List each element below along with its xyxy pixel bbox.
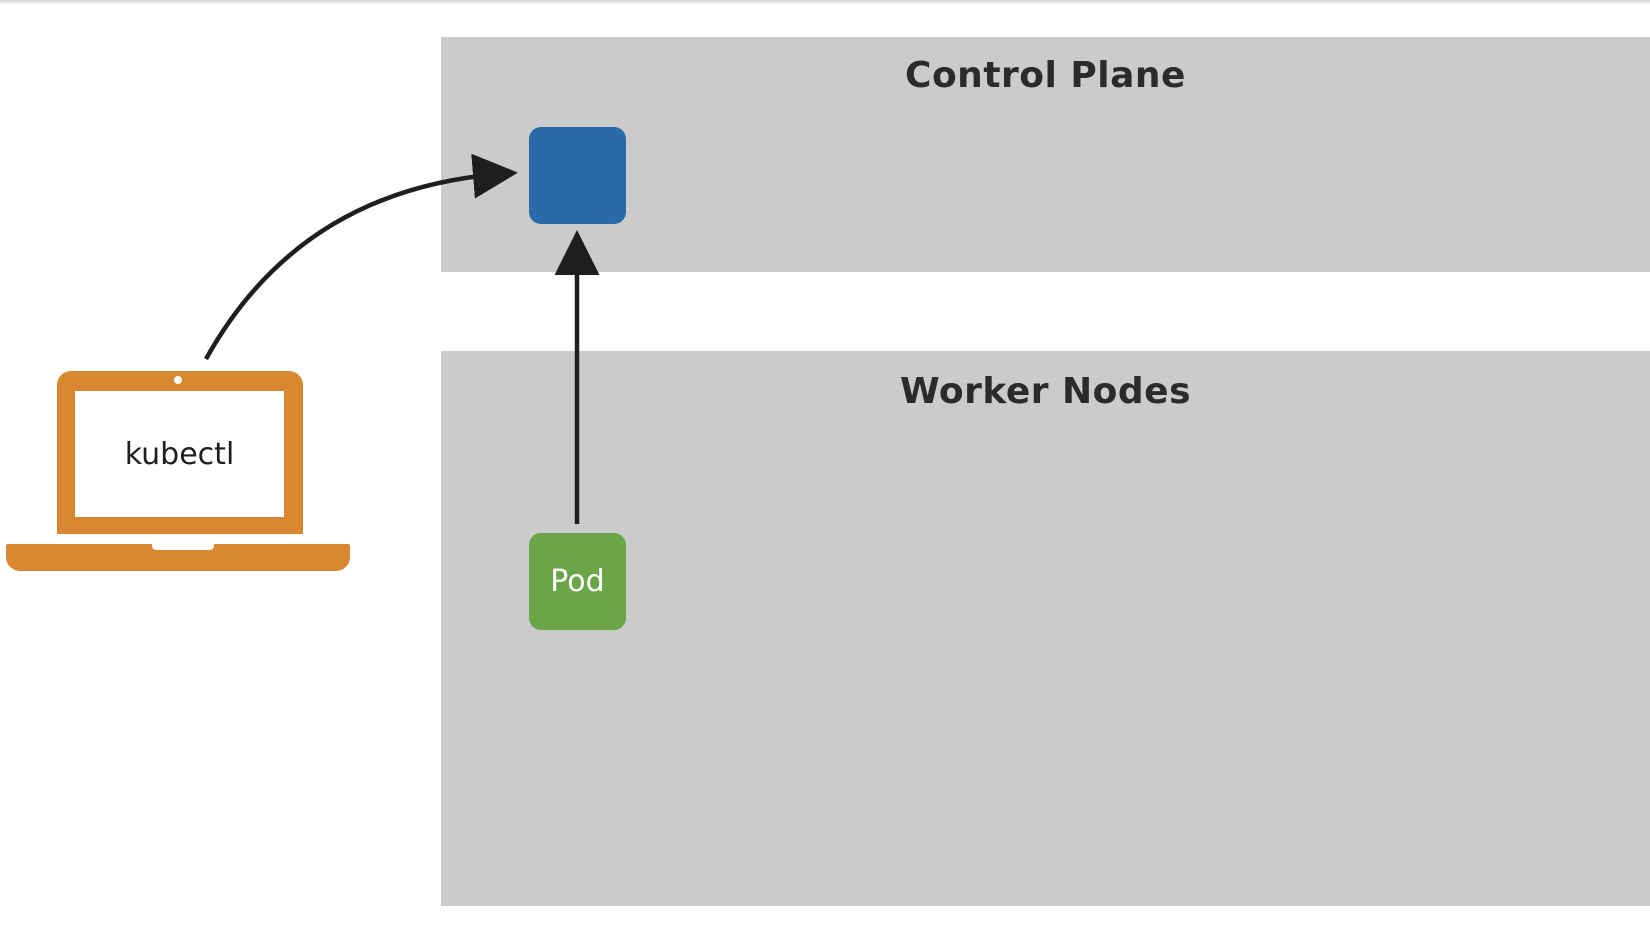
pod-node: Pod: [529, 533, 626, 630]
control-plane-panel: Control Plane: [441, 37, 1650, 272]
laptop-base: [6, 544, 350, 571]
kubectl-label: kubectl: [124, 436, 235, 472]
pod-label: Pod: [550, 564, 605, 599]
control-plane-title: Control Plane: [905, 55, 1186, 96]
api-server-node: [529, 127, 626, 224]
laptop-notch: [152, 544, 214, 550]
worker-nodes-panel: Worker Nodes: [441, 351, 1650, 906]
laptop-display: kubectl: [75, 391, 284, 517]
top-divider: [0, 0, 1650, 5]
laptop-screen: kubectl: [57, 371, 303, 534]
worker-nodes-title: Worker Nodes: [899, 371, 1192, 412]
laptop-camera: [174, 376, 182, 384]
laptop-icon: kubectl: [6, 371, 350, 573]
